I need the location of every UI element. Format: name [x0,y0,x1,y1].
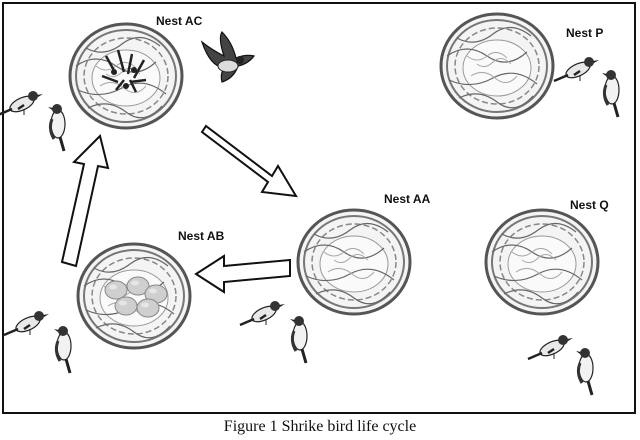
nest-ac-label: Nest AC [156,14,203,28]
nest-ab-label: Nest AB [178,229,225,243]
nest-q-label: Nest Q [570,198,609,212]
arrow-ab-to-ac [60,134,110,268]
arrow-aa-to-ab [194,254,291,294]
figure-caption: Figure 1 Shrike bird life cycle [223,418,417,435]
bird-pair-icon-p [552,55,621,119]
nest-aa [296,208,412,316]
nest-p-label: Nest P [566,26,604,40]
flying-bird-icon [200,31,256,83]
nest-ab [76,242,192,350]
nest-ac [68,22,184,130]
hatchlings-icon [101,49,147,93]
arrow-ac-to-aa [200,124,298,198]
bird-pair-icon-q [526,333,595,397]
nest-p [439,12,555,120]
nest-q [484,208,600,316]
bird-pair-icon-aa [238,299,309,365]
bird-pair-icon-ab [2,309,73,375]
nest-aa-label: Nest AA [384,192,431,206]
bird-pair-icon-ac [0,89,67,153]
